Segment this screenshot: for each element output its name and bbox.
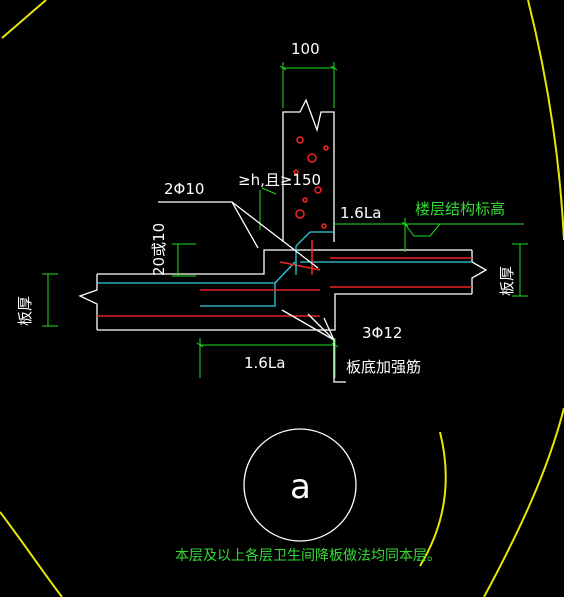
rebar: [97, 231, 472, 317]
dim-wall-label: 100: [291, 40, 320, 58]
slab-outline: [78, 249, 488, 331]
drop-height-label: 20或10: [150, 223, 168, 276]
wall: [282, 98, 335, 242]
floor-level-label: 楼层结构标高: [415, 200, 505, 218]
condition-label: ≥h,且≥150: [238, 171, 321, 189]
dimension-lines: [42, 62, 528, 378]
slab-thickness-right-label: 板厚: [498, 266, 516, 296]
footnote: 本层及以上各层卫生间降板做法均同本层。: [175, 548, 441, 564]
slab-thickness-left-label: 板厚: [16, 296, 34, 326]
rebar-top-label: 2Φ10: [164, 180, 204, 198]
rebar-bottom-label: 3Φ12: [362, 324, 402, 342]
anchor-top-label: 1.6La: [340, 204, 381, 222]
detail-circle: [243, 428, 357, 542]
detail-mark: a: [290, 467, 311, 507]
bottom-rebar-note: 板底加强筋: [346, 358, 421, 376]
anchor-bottom-label: 1.6La: [244, 354, 285, 372]
leader-lines: [158, 201, 346, 383]
